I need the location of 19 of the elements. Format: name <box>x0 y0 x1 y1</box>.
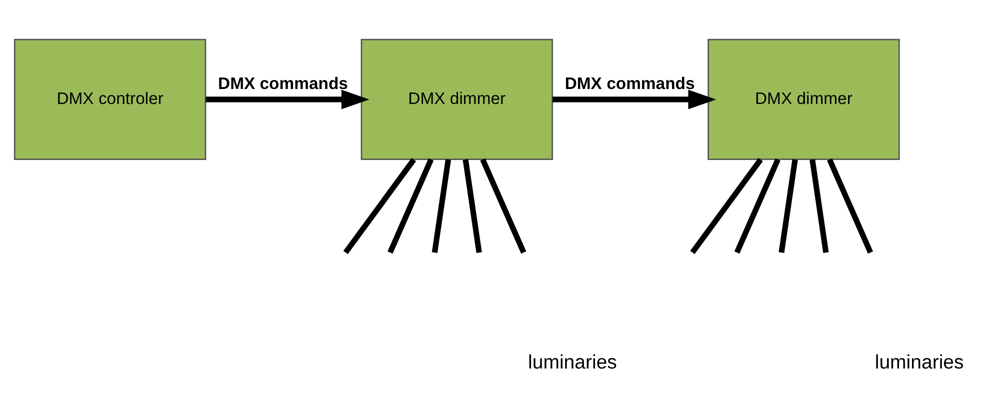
connector <box>734 158 780 254</box>
connector <box>690 158 763 254</box>
label: luminaries <box>528 352 617 374</box>
node-box: DMX controler <box>14 38 206 160</box>
edge-label: DMX commands <box>218 74 348 94</box>
connector <box>388 158 434 254</box>
edge-label: DMX commands <box>564 74 695 94</box>
label: luminaries <box>874 352 964 374</box>
connector <box>462 159 482 253</box>
connector <box>810 159 829 253</box>
node-box: DMX dimmer <box>708 38 900 160</box>
connector <box>480 158 526 254</box>
connector <box>343 158 416 254</box>
arrow <box>552 90 716 110</box>
arrow <box>206 90 370 110</box>
node-box: DMX dimmer <box>360 38 553 160</box>
connector <box>827 158 874 254</box>
connector <box>432 159 452 253</box>
connector <box>778 159 798 253</box>
